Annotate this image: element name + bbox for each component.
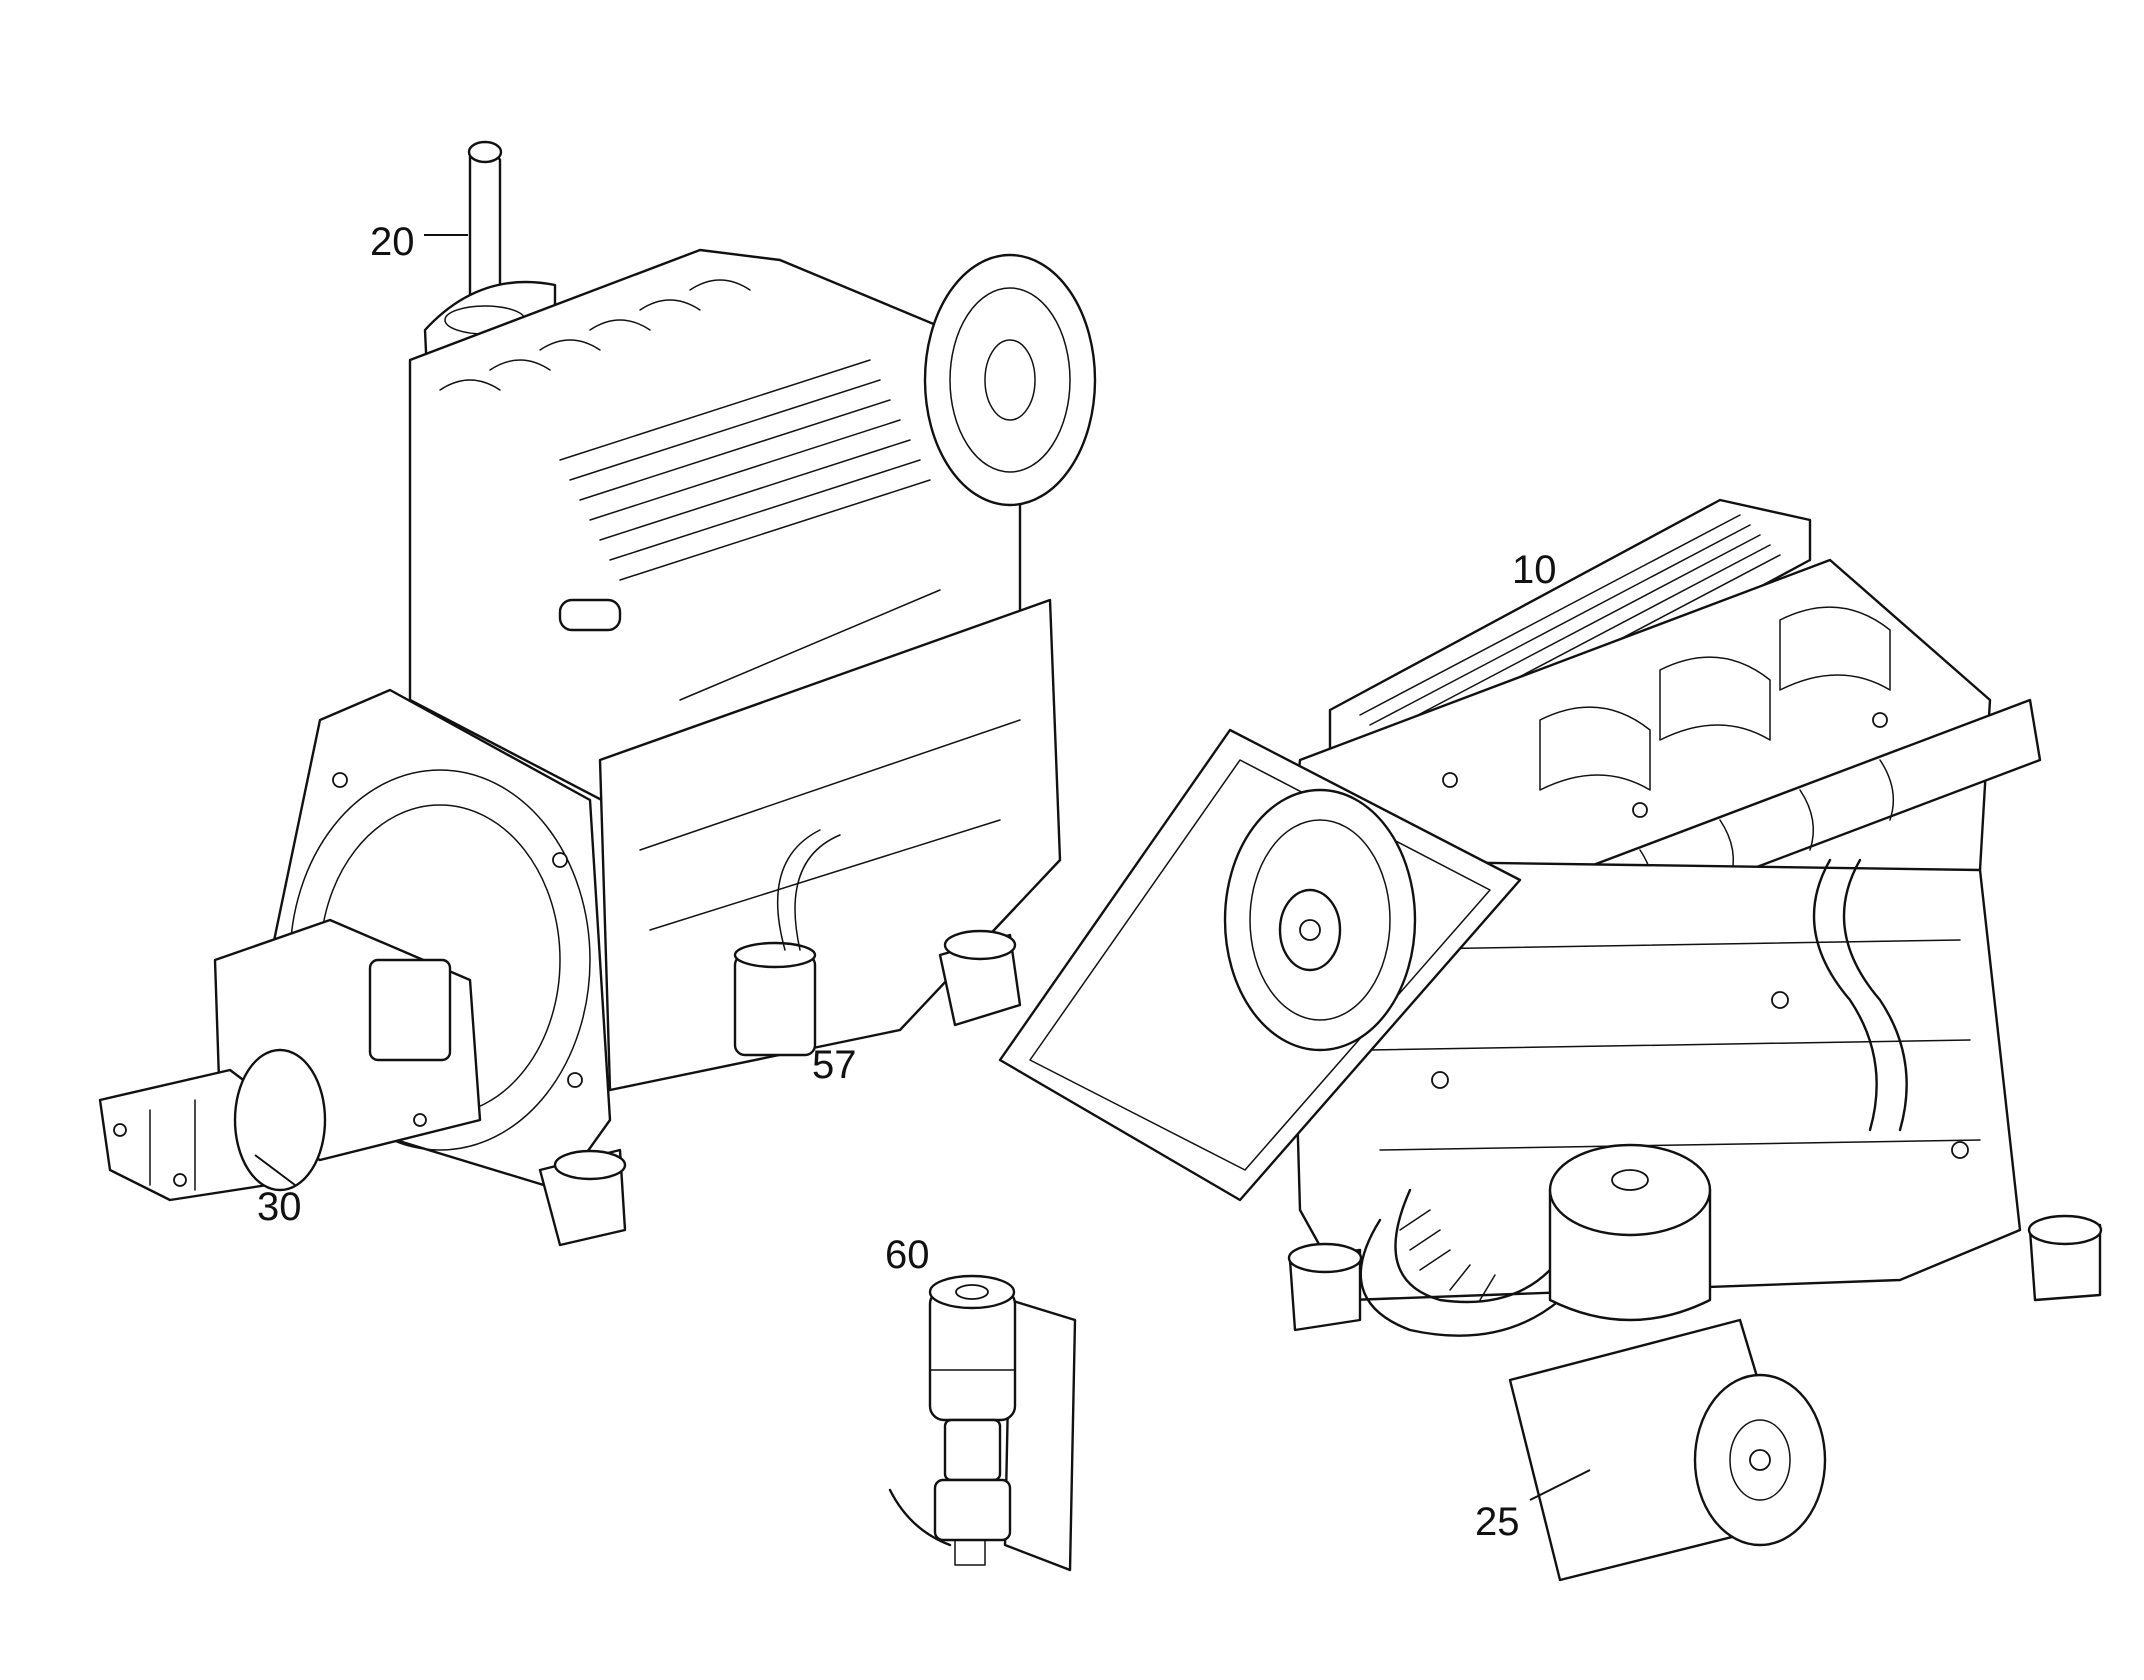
cooling-fan — [1223, 788, 1417, 1052]
left-engine-assembly — [98, 140, 1097, 1247]
fuel-filter-assembly — [888, 1274, 1077, 1572]
flexible-hoses — [1359, 858, 1908, 1337]
callout-10: 10 — [1512, 548, 1557, 592]
callout-20: 20 — [370, 220, 415, 264]
air-cleaner — [1508, 1143, 1827, 1582]
leader-30 — [254, 1154, 296, 1186]
leader-25 — [1529, 1469, 1591, 1501]
engine-mounts-right — [1287, 1214, 2103, 1332]
front-pulley — [923, 253, 1097, 507]
callout-60: 60 — [885, 1233, 930, 1277]
callout-leaders — [254, 234, 1591, 1501]
callout-57: 57 — [812, 1043, 857, 1087]
right-engine-assembly — [998, 498, 2103, 1582]
callout-25: 25 — [1475, 1500, 1520, 1544]
engine-mounts-left — [538, 929, 1022, 1247]
filter-canister — [733, 829, 841, 1057]
hydraulic-pump — [98, 918, 482, 1202]
callout-30: 30 — [257, 1185, 302, 1229]
